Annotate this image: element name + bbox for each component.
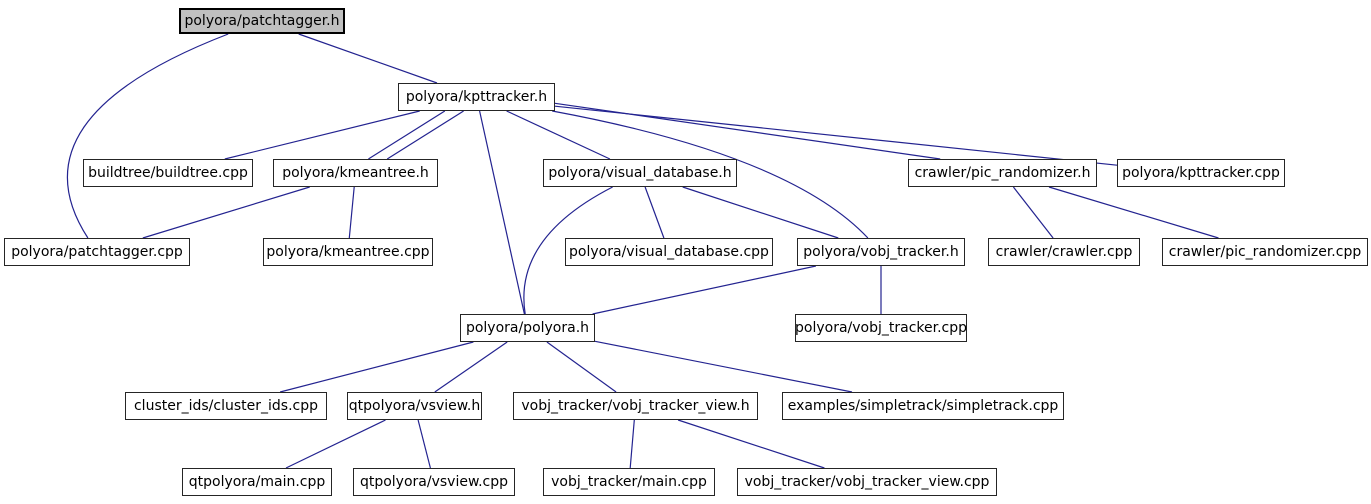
edge-polyora-h-to-visual-database-h [523,186,613,315]
node-cluster-ids-cpp[interactable]: cluster_ids/cluster_ids.cpp [125,392,327,420]
node-visual-database-cpp[interactable]: polyora/visual_database.cpp [565,238,773,266]
edge-kpttracker-cpp-to-kpttracker-h [554,105,1118,166]
node-pic-randomizer-cpp[interactable]: crawler/pic_randomizer.cpp [1162,238,1368,266]
edge-kmeantree-h-to-kpttracker-h [386,110,464,160]
node-qt-main-cpp[interactable]: qtpolyora/main.cpp [182,468,332,496]
edge-pic-randomizer-cpp-to-pic-randomizer-h [1048,186,1219,239]
node-polyora-h[interactable]: polyora/polyora.h [460,314,595,342]
edge-vobj-tracker-h-to-kpttracker-h [552,110,869,239]
node-vsview-cpp[interactable]: qtpolyora/vsview.cpp [353,468,515,496]
edge-crawler-cpp-to-pic-randomizer-h [1012,186,1054,239]
edge-kmeantree-cpp-to-kmeantree-h [348,186,355,239]
node-vsview-h[interactable]: qtpolyora/vsview.h [347,392,482,420]
node-patchtagger-cpp[interactable]: polyora/patchtagger.cpp [4,238,190,266]
edge-vt-main-cpp-to-vobj-tracker-view-h [629,419,635,469]
edge-kpttracker-h-to-kmeantree-h [368,110,446,160]
node-vobj-tracker-view-cpp[interactable]: vobj_tracker/vobj_tracker_view.cpp [737,468,997,496]
node-pic-randomizer-h[interactable]: crawler/pic_randomizer.h [908,159,1097,187]
edge-vsview-h-to-polyora-h [434,341,508,393]
edge-qt-main-cpp-to-vsview-h [285,419,386,469]
edge-polyora-h-to-kpttracker-h [479,110,525,315]
node-kpttracker-h[interactable]: polyora/kpttracker.h [398,83,555,111]
edge-vsview-cpp-to-vsview-h [417,419,431,469]
edge-vobj-tracker-h-to-visual-database-h [682,186,839,239]
edge-simpletrack-cpp-to-polyora-h [594,340,853,393]
node-kmeantree-h[interactable]: polyora/kmeantree.h [273,159,438,187]
node-crawler-cpp[interactable]: crawler/crawler.cpp [988,238,1140,266]
edge-polyora-h-to-vobj-tracker-h [592,265,817,315]
edge-patchtagger-cpp-to-kmeantree-h [142,186,310,239]
node-vobj-tracker-cpp[interactable]: polyora/vobj_tracker.cpp [795,314,967,342]
edge-vobj-tracker-view-h-to-polyora-h [546,341,617,393]
edge-kpttracker-h-to-patchtagger-h [298,33,438,84]
edge-pic-randomizer-h-to-kpttracker-h [554,102,941,160]
edge-cluster-ids-cpp-to-polyora-h [279,341,474,393]
node-patchtagger-h[interactable]: polyora/patchtagger.h [179,8,345,34]
node-vt-main-cpp[interactable]: vobj_tracker/main.cpp [543,468,715,496]
node-vobj-tracker-h[interactable]: polyora/vobj_tracker.h [797,238,965,266]
node-buildtree-cpp[interactable]: buildtree/buildtree.cpp [83,159,253,187]
edge-visual-database-h-to-kpttracker-h [506,110,611,160]
edge-visual-database-cpp-to-visual-database-h [644,186,665,239]
node-vobj-tracker-view-h[interactable]: vobj_tracker/vobj_tracker_view.h [513,392,758,420]
node-kmeantree-cpp[interactable]: polyora/kmeantree.cpp [263,238,433,266]
node-simpletrack-cpp[interactable]: examples/simpletrack/simpletrack.cpp [782,392,1064,420]
node-visual-database-h[interactable]: polyora/visual_database.h [543,159,737,187]
edge-buildtree-cpp-to-kpttracker-h [224,110,420,160]
node-kpttracker-cpp[interactable]: polyora/kpttracker.cpp [1117,159,1285,187]
edge-vobj-tracker-view-cpp-to-vobj-tracker-view-h [677,419,825,469]
edge-patchtagger-cpp-to-patchtagger-h [66,33,229,239]
